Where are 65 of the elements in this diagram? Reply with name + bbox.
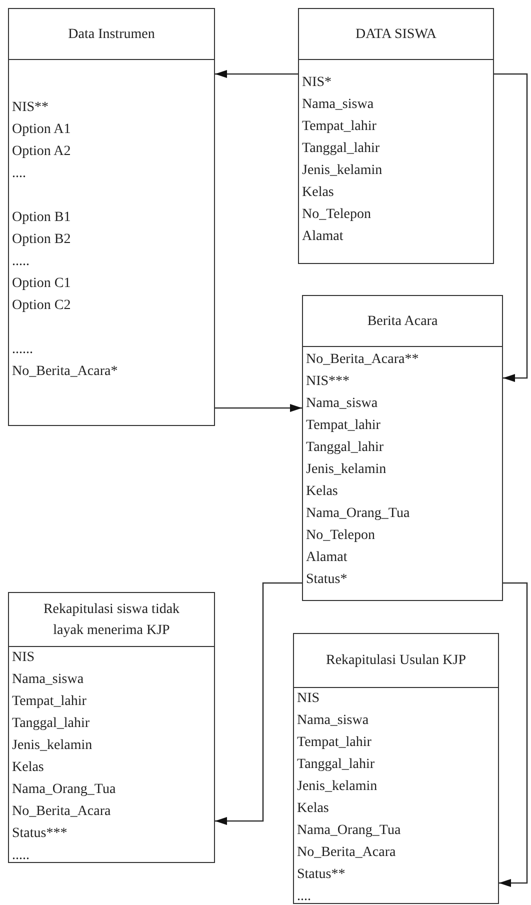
field-name: Nama_siswa (301, 96, 375, 114)
field-name: Status** (296, 866, 346, 884)
field-name: No_Telepon (301, 206, 372, 224)
field-name: Tempat_lahir (301, 118, 378, 136)
field-name: Tanggal_lahir (305, 439, 385, 457)
field-name: Tanggal_lahir (296, 756, 376, 774)
field-name: Jenis_kelamin (11, 737, 94, 755)
relation-arrow (215, 70, 298, 78)
field-name: Jenis_kelamin (301, 162, 384, 180)
field-name: No_Berita_Acara** (305, 351, 420, 369)
entity-table (8, 8, 215, 426)
field-name: Status* (305, 571, 348, 589)
field-name: Nama_siswa (296, 712, 370, 730)
field-name: ...... (11, 341, 34, 359)
field-name: Nama_Orang_Tua (11, 781, 117, 799)
field-name: Option B1 (11, 209, 72, 227)
field-name: Kelas (296, 800, 330, 818)
field-name: Option B2 (11, 231, 72, 249)
relation-arrow (215, 404, 302, 412)
field-name: No_Berita_Acara (11, 803, 112, 821)
field-name: Tempat_lahir (305, 417, 382, 435)
field-name: Tanggal_lahir (11, 715, 91, 733)
field-name: Jenis_kelamin (305, 461, 388, 479)
field-name: Kelas (305, 483, 339, 501)
field-name: No_Berita_Acara (296, 844, 397, 862)
field-name: Option A1 (11, 121, 72, 139)
entity-title: Data Instrumen (68, 26, 155, 44)
entity-table (293, 633, 499, 904)
field-name: Nama_Orang_Tua (305, 505, 411, 523)
field-name: Status*** (11, 825, 68, 843)
field-name: Kelas (301, 184, 335, 202)
entity-title: Rekapitulasi Usulan KJP (326, 652, 466, 670)
field-name: NIS* (301, 74, 333, 92)
entity-table (302, 295, 503, 601)
field-name: Option C1 (11, 275, 72, 293)
field-name: Kelas (11, 759, 45, 777)
field-name: NIS (296, 690, 321, 708)
relation-arrow (494, 73, 528, 382)
field-name: Alamat (301, 228, 344, 246)
field-name: Option A2 (11, 143, 72, 161)
entity-table (298, 8, 494, 264)
field-name: .... (11, 165, 27, 183)
field-name: .... (296, 888, 312, 905)
field-name: NIS (11, 649, 36, 667)
relation-arrow (215, 582, 302, 825)
field-name: Tempat_lahir (296, 734, 372, 752)
field-name: Nama_siswa (11, 671, 85, 689)
entity-title: DATA SISWA (356, 26, 436, 44)
field-name: NIS** (11, 99, 50, 117)
entity-table (8, 592, 215, 863)
field-name: No_Telepon (305, 527, 376, 545)
field-name: Jenis_kelamin (296, 778, 378, 796)
field-name: Nama_Orang_Tua (296, 822, 402, 840)
entity-title: Berita Acara (367, 312, 438, 330)
field-name: Option C2 (11, 297, 72, 315)
field-name: ..... (11, 847, 30, 865)
entity-title: Rekapitulasi siswa tidak layak menerima KJP (42, 600, 181, 640)
field-name: NIS*** (305, 373, 351, 391)
field-name: Tempat_lahir (11, 693, 88, 711)
field-name: Alamat (305, 549, 348, 567)
field-name: No_Berita_Acara* (11, 363, 119, 381)
field-name: Tanggal_lahir (301, 140, 381, 158)
field-name: ..... (11, 253, 30, 271)
relation-arrow (499, 582, 528, 887)
field-name: Nama_siswa (305, 395, 379, 413)
